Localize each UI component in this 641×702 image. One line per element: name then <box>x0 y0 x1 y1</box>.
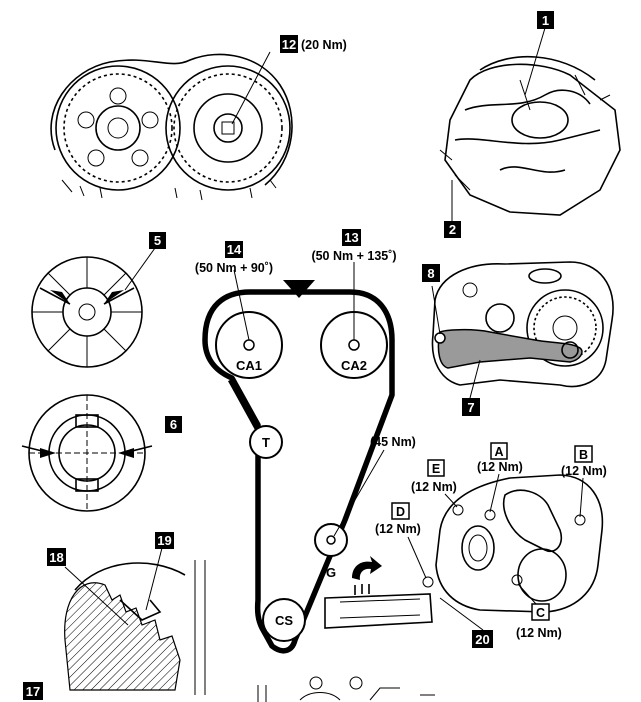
pulley-g-label: G <box>326 565 336 580</box>
callout-b: B <box>574 445 593 463</box>
callout-13: 13 <box>342 229 361 246</box>
callout-7: 7 <box>462 398 480 416</box>
callout-line-7 <box>469 359 481 399</box>
svg-text:20: 20 <box>475 632 489 647</box>
engine-detail-illustration <box>439 55 621 216</box>
callout-17: 17 <box>23 682 43 700</box>
callout-line-8 <box>431 285 441 335</box>
callout-5: 5 <box>149 232 166 249</box>
callout-d: D <box>391 502 410 520</box>
svg-text:7: 7 <box>467 400 474 415</box>
detail-5-illustration <box>31 256 143 368</box>
svg-text:1: 1 <box>542 13 549 28</box>
water-pump-illustration <box>324 474 604 629</box>
torque-label-e: (12 Nm) <box>411 480 457 494</box>
pulley-g <box>314 523 348 557</box>
pulley-ca2-label: CA2 <box>341 358 367 373</box>
callout-line-b <box>579 477 584 518</box>
torque-label-b: (12 Nm) <box>561 464 607 478</box>
svg-text:C: C <box>536 606 545 620</box>
pulley-cs-label: CS <box>275 613 293 628</box>
svg-text:18: 18 <box>49 550 63 565</box>
callout-18: 18 <box>47 548 66 566</box>
callout-8: 8 <box>422 264 440 282</box>
detail-17-illustration <box>64 560 206 695</box>
svg-text:12: 12 <box>282 37 296 52</box>
svg-text:D: D <box>396 505 405 519</box>
svg-text:13: 13 <box>344 230 358 245</box>
pulley-ca1 <box>215 311 283 379</box>
callout-a: A <box>490 442 508 460</box>
callout-line-d <box>407 536 427 579</box>
callout-c: C <box>531 603 550 621</box>
callout-line-20 <box>439 597 484 631</box>
svg-text:14: 14 <box>227 242 242 257</box>
callout-line-45nm <box>333 449 385 537</box>
svg-text:B: B <box>579 448 588 462</box>
callout-1: 1 <box>537 11 554 29</box>
timing-belt <box>202 289 395 654</box>
callout-line-12 <box>231 51 271 125</box>
pulley-t-label: T <box>262 435 270 450</box>
callout-line-1 <box>524 27 546 96</box>
callout-line-19 <box>145 547 163 611</box>
callout-2: 2 <box>444 221 461 238</box>
svg-text:17: 17 <box>26 684 40 699</box>
detail-6-illustration <box>21 394 153 512</box>
callout-line-18 <box>64 566 129 626</box>
torque-label-14: (50 Nm + 90˚) <box>195 261 273 275</box>
callout-line-e <box>444 493 458 508</box>
belt-direction-arrow-icon <box>283 280 315 298</box>
torque-label-13: (50 Nm + 135˚) <box>311 249 396 263</box>
torque-label-12: (20 Nm) <box>301 38 347 52</box>
pulley-t <box>249 425 283 459</box>
callout-line-5 <box>124 247 156 291</box>
torque-label-g: (45 Nm) <box>370 435 416 449</box>
bolt-g-icon <box>326 535 336 545</box>
callout-line-a <box>489 473 500 513</box>
callout-14: 14 <box>225 241 243 258</box>
svg-text:E: E <box>432 462 440 476</box>
callout-6: 6 <box>165 416 182 433</box>
pulley-cs <box>262 598 306 642</box>
callout-line-c <box>517 583 537 605</box>
oil-pump-illustration <box>431 261 614 388</box>
svg-text:8: 8 <box>427 266 434 281</box>
svg-text:A: A <box>494 445 503 459</box>
torque-label-d: (12 Nm) <box>375 522 421 536</box>
camshaft-sprockets-illustration <box>50 53 293 201</box>
callout-e: E <box>427 459 445 477</box>
pulley-ca1-label: CA1 <box>236 358 262 373</box>
svg-text:19: 19 <box>157 533 171 548</box>
bottom-partial-illustration <box>257 676 435 702</box>
callout-20: 20 <box>472 630 493 648</box>
callout-line-14 <box>233 269 250 341</box>
torque-label-c: (12 Nm) <box>516 626 562 640</box>
svg-text:6: 6 <box>170 417 177 432</box>
timing-belt-routing: CA1 CA2 T G CS <box>202 280 395 654</box>
callout-12: 12 <box>280 35 298 53</box>
svg-text:2: 2 <box>449 222 456 237</box>
svg-text:5: 5 <box>154 233 161 248</box>
callout-19: 19 <box>155 532 174 549</box>
torque-label-a: (12 Nm) <box>477 460 523 474</box>
